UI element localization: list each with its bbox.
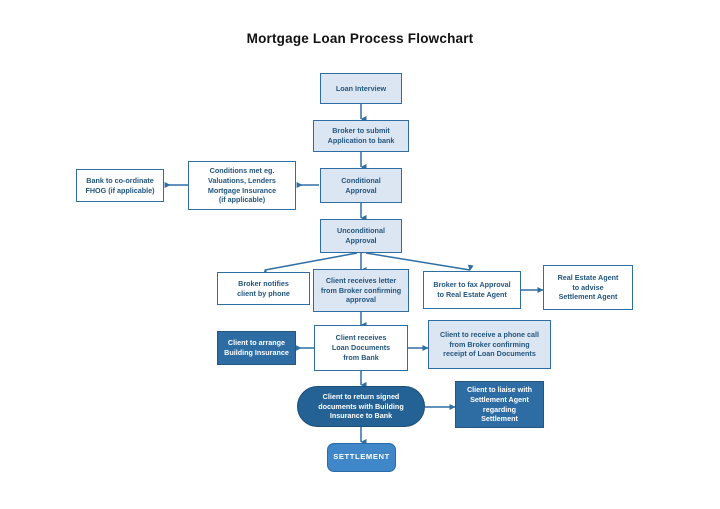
- node-client-phone-call[interactable]: Client to receive a phone call from Brok…: [428, 320, 551, 369]
- connector-unconditional-to-broker-notifies: [262, 252, 358, 276]
- node-broker-fax-approval[interactable]: Broker to fax Approval to Real Estate Ag…: [423, 271, 521, 309]
- node-client-building-insurance[interactable]: Client to arrange Building Insurance: [217, 331, 296, 365]
- page-title: Mortgage Loan Process Flowchart: [246, 31, 474, 46]
- node-conditional-approval[interactable]: Conditional Approval: [320, 168, 402, 203]
- node-bank-coordinate-fhog[interactable]: Bank to co-ordinate FHOG (if applicable): [76, 169, 164, 202]
- node-unconditional-approval[interactable]: Unconditional Approval: [320, 219, 402, 253]
- node-client-return-signed-documents[interactable]: Client to return signed documents with B…: [297, 386, 425, 427]
- node-client-liaise-settlement-agent[interactable]: Client to liaise with Settlement Agent r…: [455, 381, 544, 428]
- node-client-loan-documents[interactable]: Client receives Loan Documents from Bank: [314, 325, 408, 371]
- node-conditions-met[interactable]: Conditions met eg. Valuations, Lenders M…: [188, 161, 296, 210]
- node-loan-interview[interactable]: Loan Interview: [320, 73, 402, 104]
- node-real-estate-agent[interactable]: Real Estate Agent to advise Settlement A…: [543, 265, 633, 310]
- node-broker-submit-application[interactable]: Broker to submit Application to bank: [313, 120, 409, 152]
- node-settlement[interactable]: SETTLEMENT: [327, 443, 396, 472]
- connector-unconditional-to-broker-fax: [365, 252, 474, 271]
- node-client-receives-letter[interactable]: Client receives letter from Broker confi…: [313, 269, 409, 312]
- node-broker-notifies-client[interactable]: Broker notifies client by phone: [217, 272, 310, 305]
